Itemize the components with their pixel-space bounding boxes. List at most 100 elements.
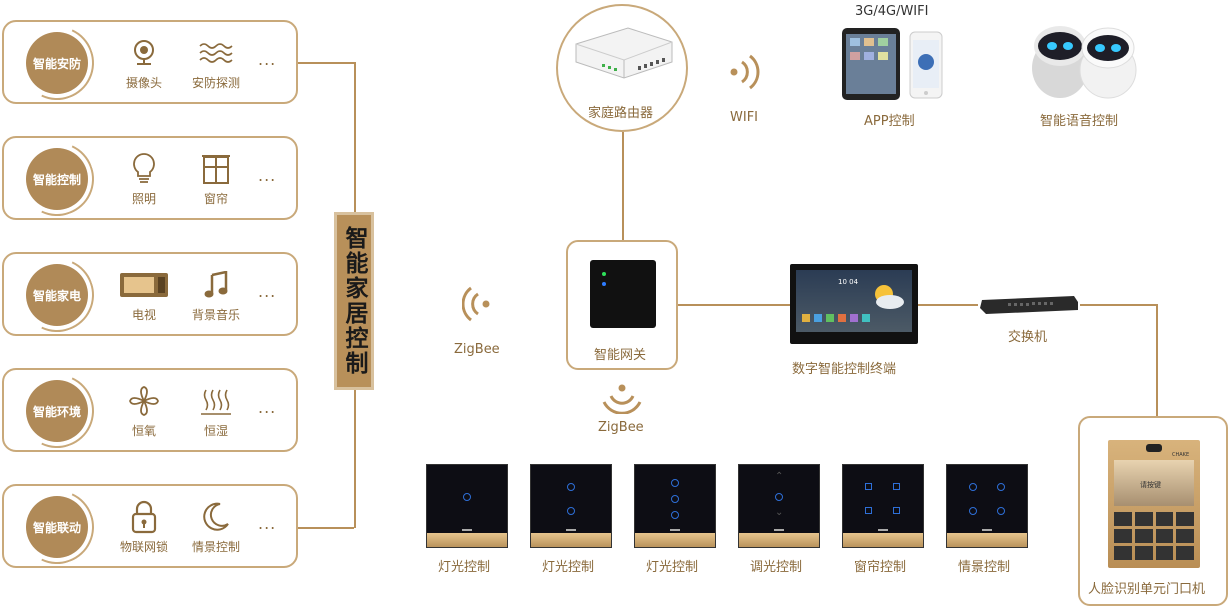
voice-label: 智能语音控制 [1040,114,1119,129]
panel-button [463,493,471,501]
more-dots: ... [258,398,277,417]
panel-gold-strip [843,533,923,547]
door-screen: 请按键 [1114,460,1194,506]
panel-gold-strip [739,533,819,547]
switch-panel [530,464,612,548]
terminal-label: 数字智能控制终端 [792,362,897,377]
switch-panel [634,464,716,548]
panel-button [865,483,872,490]
steam-icon [184,384,248,418]
fan-icon [112,384,176,418]
category-item-label: 物联网锁 [119,540,168,554]
connector-line [298,527,354,529]
panel-button [567,507,575,515]
category-item-label: 背景音乐 [191,308,240,322]
category-item: 安防探测 [184,36,248,91]
router-label: 家庭路由器 [588,106,654,121]
panel-button [997,507,1005,515]
category-card: 智能环境恒氧 恒湿... [2,363,298,459]
more-dots: ... [258,50,277,69]
panel-button [775,493,783,501]
switch-panel [946,464,1028,548]
more-dots: ... [258,166,277,185]
panel-label: 灯光控制 [542,560,595,575]
diagram-title: 智能家居控制 [341,226,367,376]
category-item-label: 情景控制 [191,540,240,554]
terminal-screen: 10 04 [796,270,912,332]
category-item: 照明 [112,152,176,207]
panel-gold-strip [427,533,507,547]
door-screen-text: 请按键 [1140,481,1161,489]
zigbee-label-left: ZigBee [454,342,500,357]
gateway-device-icon [590,260,656,328]
panel-button [893,507,900,514]
category-name: 智能联动 [26,496,88,558]
zigbee-signal-icon [602,384,642,414]
window-icon [184,152,248,186]
panel-gold-strip [531,533,611,547]
diagram-title-banner: 智能家居控制 [334,212,374,390]
panel-button [969,507,977,515]
camera-icon [112,36,176,70]
network-switch-icon [980,296,1078,314]
panel-logo [878,529,888,531]
category-item-label: 安防探测 [191,76,240,90]
dimmer-up-icon: ⌃ [775,471,784,482]
category-item: 物联网锁 [112,500,176,555]
category-item-label: 恒氧 [131,424,156,438]
category-card: 智能安防摄像头 安防探测... [2,15,298,111]
category-item-label: 照明 [131,192,156,206]
category-item: 情景控制 [184,500,248,555]
gateway-node: 智能网关 [566,240,678,370]
panel-label: 情景控制 [958,560,1011,575]
app-label: APP控制 [864,114,915,129]
category-card: 智能家电电视背景音乐... [2,247,298,343]
door-station-device: CHAKE 请按键 [1108,440,1200,568]
wifi-label: WIFI [730,110,758,125]
zigbee-signal-icon [462,286,490,322]
router-icon [575,27,673,79]
panel-logo [982,529,992,531]
category-item: 电视 [112,268,176,323]
panel-button [671,511,679,519]
moon-icon [184,500,248,534]
panel-logo [566,529,576,531]
connector-line [354,62,356,212]
category-item-label: 电视 [131,308,156,322]
connector-line [354,390,356,528]
panel-logo [774,529,784,531]
zigbee-label-bottom: ZigBee [598,420,644,435]
category-item: 恒湿 [184,384,248,439]
connector-line [298,62,354,64]
panel-button [671,479,679,487]
category-name: 智能控制 [26,148,88,210]
more-dots: ... [258,282,277,301]
connector-line [1156,304,1158,416]
category-name: 智能安防 [26,32,88,94]
lock-icon [112,500,176,534]
dimmer-down-icon: ⌄ [775,507,784,518]
panel-label: 调光控制 [750,560,803,575]
app-network-label: 3G/4G/WIFI [855,4,929,19]
terminal-time: 10 04 [838,278,859,286]
robot-speaker-icon [1032,26,1137,99]
door-station-node: CHAKE 请按键 人脸识别单元门口机 [1078,416,1228,606]
switch-panel [426,464,508,548]
category-item-label: 摄像头 [125,76,162,90]
panel-gold-strip [635,533,715,547]
gateway-label: 智能网关 [594,348,647,363]
category-item: 背景音乐 [184,268,248,323]
weather-icon [875,285,904,309]
connector-line [918,304,978,306]
panel-gold-strip [947,533,1027,547]
switch-label: 交换机 [1008,330,1048,345]
category-name: 智能环境 [26,380,88,442]
category-card: 智能联动物联网锁情景控制... [2,479,298,575]
door-label: 人脸识别单元门口机 [1088,582,1206,597]
panel-label: 灯光控制 [438,560,491,575]
switch-panel [842,464,924,548]
panel-button [997,483,1005,491]
router-node: 家庭路由器 [556,4,688,132]
category-item-label: 窗帘 [203,192,228,206]
panel-logo [670,529,680,531]
